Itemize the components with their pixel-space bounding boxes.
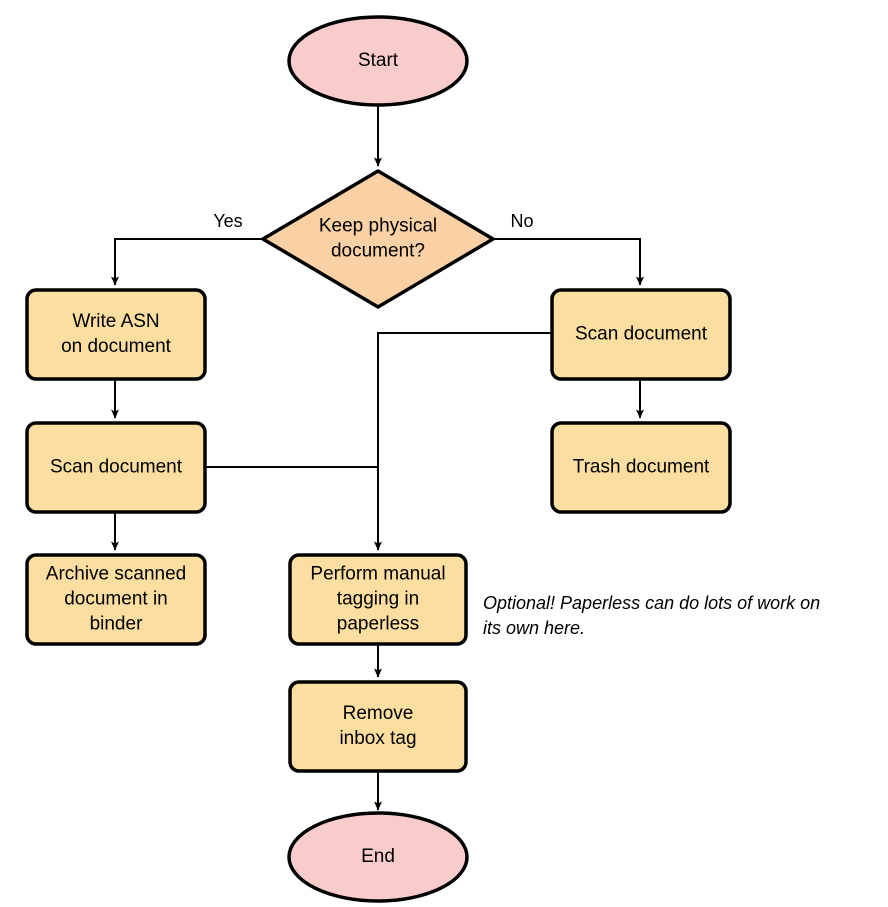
- end-terminator[interactable]: End: [287, 811, 469, 903]
- process-trash-document-label: Trash document: [573, 457, 710, 478]
- process-scan-document-left-label: Scan document: [50, 457, 183, 478]
- process-remove-inbox-tag-shape: [288, 680, 468, 773]
- edge-decision-yes-to-write-asn-label: Yes: [213, 211, 242, 231]
- start-terminator[interactable]: Start: [287, 15, 469, 107]
- edge-decision-no-to-scan-right-line: [492, 238, 644, 286]
- process-scan-document-right-label: Scan document: [575, 324, 708, 345]
- process-scan-document-right-shape: [550, 288, 732, 381]
- edge-decision-no-to-scan-right: No: [492, 211, 644, 286]
- annotations-layer: Optional! Paperless can do lots of work …: [483, 593, 820, 638]
- edge-scan-right-to-manual-tagging: [374, 332, 552, 551]
- end-terminator-shape: [287, 811, 469, 903]
- process-scan-document-left[interactable]: Scan document: [25, 421, 207, 514]
- edge-decision-no-to-scan-right-label: No: [510, 211, 533, 231]
- start-terminator-shape: [287, 15, 469, 107]
- edge-decision-yes-to-write-asn: Yes: [111, 211, 263, 286]
- process-trash-document-shape: [550, 421, 732, 514]
- decision-keep-physical-document-shape: [261, 169, 495, 309]
- edge-decision-yes-to-write-asn-line: [111, 238, 263, 286]
- end-terminator-label: End: [361, 846, 395, 867]
- start-terminator-label: Start: [358, 50, 399, 71]
- process-perform-manual-tagging-shape: [288, 553, 468, 646]
- process-archive-scanned-document-shape: [25, 553, 207, 646]
- process-scan-document-right[interactable]: Scan document: [550, 288, 732, 381]
- process-scan-document-left-shape: [25, 421, 207, 514]
- edges-layer: Yes No: [111, 105, 644, 811]
- process-trash-document[interactable]: Trash document: [550, 421, 732, 514]
- process-write-asn-on-document-shape: [25, 288, 207, 381]
- edge-scan-right-to-manual-tagging-line: [374, 332, 552, 551]
- annotation-optional-note: Optional! Paperless can do lots of work …: [483, 593, 820, 638]
